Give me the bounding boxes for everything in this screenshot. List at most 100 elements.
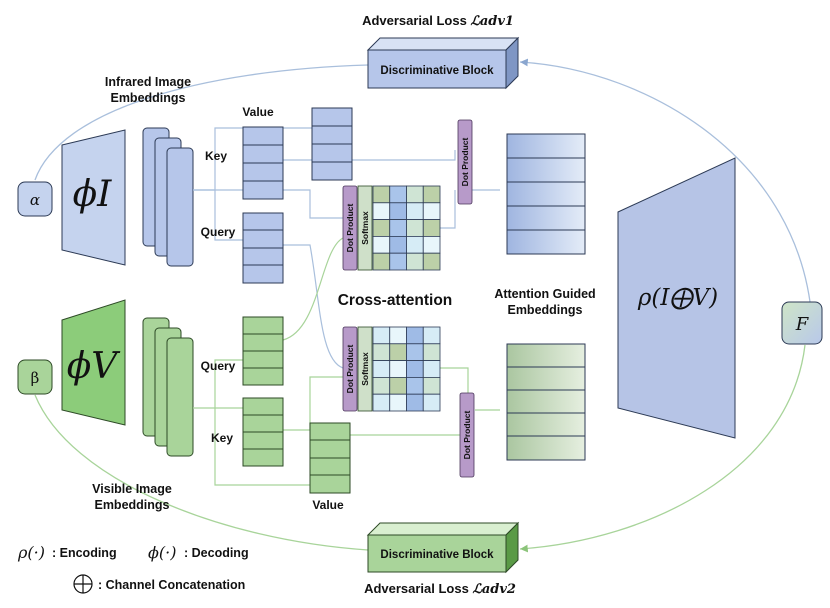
visible-value-matrix: [309, 422, 351, 494]
discriminative-block-top: Discriminative Block: [366, 36, 520, 90]
attention-cell: [372, 202, 391, 221]
attention-cell: [372, 235, 391, 254]
attention-guided-label-line2: Embeddings: [507, 303, 582, 317]
infrared-value-label: Value: [242, 105, 274, 119]
attention-cell: [422, 343, 441, 361]
dot-product-bottom-right: Dot Product: [459, 392, 475, 478]
legend-decoding-symbol: ϕ(·): [148, 543, 176, 562]
dot-product-top-left: Dot Product: [342, 185, 358, 271]
attention-cell: [389, 360, 407, 378]
infrared-encoder: ϕI: [61, 129, 126, 266]
svg-text:β: β: [31, 369, 40, 387]
infrared-key-matrix: [242, 126, 284, 200]
attention-cell: [422, 326, 441, 345]
svg-text:Dot Product: Dot Product: [460, 138, 470, 187]
attention-cell: [372, 185, 391, 204]
attention-embedding-bottom: [506, 343, 586, 461]
svg-text:Dot Product: Dot Product: [345, 345, 355, 394]
infrared-value-matrix: [311, 107, 353, 181]
visible-embeddings-label-line2: Embeddings: [94, 498, 169, 512]
infrared-query-matrix: [242, 212, 284, 284]
attention-cell: [372, 252, 391, 271]
visible-embeddings-label-line1: Visible Image: [92, 482, 172, 496]
svg-text:ϕV: ϕV: [67, 346, 122, 387]
attention-cell: [406, 360, 424, 378]
attention-cell: [406, 235, 424, 254]
legend: ρ(·) : Encoding ϕ(·) : Decoding : Channe…: [17, 543, 249, 594]
discriminative-block-bottom: Discriminative Block: [366, 521, 520, 574]
attention-cell: [389, 393, 407, 412]
attention-cell: [422, 202, 441, 221]
infrared-embeddings-label-line1: Infrared Image: [105, 75, 191, 89]
attention-map-top: [372, 185, 441, 271]
visible-key-matrix: [242, 397, 284, 467]
beta-input: β: [17, 359, 53, 395]
attention-cell: [406, 343, 424, 361]
svg-text:ϕI: ϕI: [73, 174, 113, 215]
fusion-decoder: ρ(I⨁V): [617, 157, 736, 439]
attention-cell: [389, 376, 407, 395]
visible-query-matrix: [242, 316, 284, 386]
visible-encoder: ϕV: [61, 299, 126, 426]
top-right-loop-curve: [519, 58, 813, 321]
attention-cell: [406, 393, 424, 412]
bottom-loop-curve: [34, 394, 369, 551]
attention-cell: [422, 252, 441, 271]
cross-attention-label: Cross-attention: [338, 292, 453, 309]
svg-text:ρ(I⨁V): ρ(I⨁V): [637, 285, 718, 311]
infrared-embedding-stack: [142, 127, 194, 267]
alpha-input: α: [17, 181, 53, 217]
attention-cell: [422, 185, 441, 204]
attention-cell: [406, 326, 424, 345]
svg-text:α: α: [30, 191, 40, 209]
attention-cell: [389, 252, 407, 271]
bottom-right-loop-curve: [519, 344, 806, 553]
attention-cell: [389, 326, 407, 345]
svg-text:Softmax: Softmax: [360, 352, 370, 386]
dot-product-bottom-left: Dot Product: [342, 326, 358, 412]
attention-cell: [406, 185, 424, 204]
channel-concat-icon: [73, 574, 93, 594]
attention-cell: [406, 252, 424, 271]
legend-decoding-text: : Decoding: [184, 546, 249, 560]
dot-product-top-right: Dot Product: [457, 119, 473, 205]
attention-guided-label-line1: Attention Guided: [494, 287, 595, 301]
attention-cell: [422, 219, 441, 237]
legend-concat-text: : Channel Concatenation: [98, 578, 245, 592]
attention-cell: [372, 376, 391, 395]
infrared-embeddings-label-line2: Embeddings: [110, 91, 185, 105]
fused-output: F: [781, 301, 823, 345]
svg-text:Dot Product: Dot Product: [345, 204, 355, 253]
attention-cell: [372, 326, 391, 345]
visible-embedding-stack: [142, 317, 194, 457]
attention-cell: [406, 202, 424, 221]
softmax-bottom: Softmax: [357, 326, 373, 412]
adversarial-loss-2-label: Adversarial Loss ℒadv2: [364, 581, 516, 597]
svg-text:Discriminative Block: Discriminative Block: [380, 65, 494, 77]
svg-text:Discriminative Block: Discriminative Block: [380, 549, 494, 561]
visible-connectors: [193, 237, 469, 486]
visible-query-label: Query: [201, 359, 236, 373]
attention-cell: [422, 393, 441, 412]
attention-cell: [422, 360, 441, 378]
visible-key-label: Key: [211, 431, 233, 445]
attention-cell: [389, 235, 407, 254]
attention-cell: [389, 185, 407, 204]
attention-cell: [406, 376, 424, 395]
infrared-query-label: Query: [201, 225, 236, 239]
visible-value-label: Value: [312, 498, 344, 512]
svg-text:Dot Product: Dot Product: [462, 411, 472, 460]
adversarial-loss-1-label: Adversarial Loss ℒadv1: [362, 13, 514, 29]
svg-text:F: F: [795, 314, 810, 335]
attention-cell: [372, 393, 391, 412]
attention-cell: [422, 235, 441, 254]
attention-map-bottom: [372, 326, 441, 412]
attention-embedding-top: [506, 133, 586, 255]
attention-cell: [372, 360, 391, 378]
legend-encoding-symbol: ρ(·): [17, 543, 45, 562]
attention-cell: [372, 219, 391, 237]
infrared-key-label: Key: [205, 149, 227, 163]
legend-encoding-text: : Encoding: [52, 546, 117, 560]
attention-cell: [422, 376, 441, 395]
